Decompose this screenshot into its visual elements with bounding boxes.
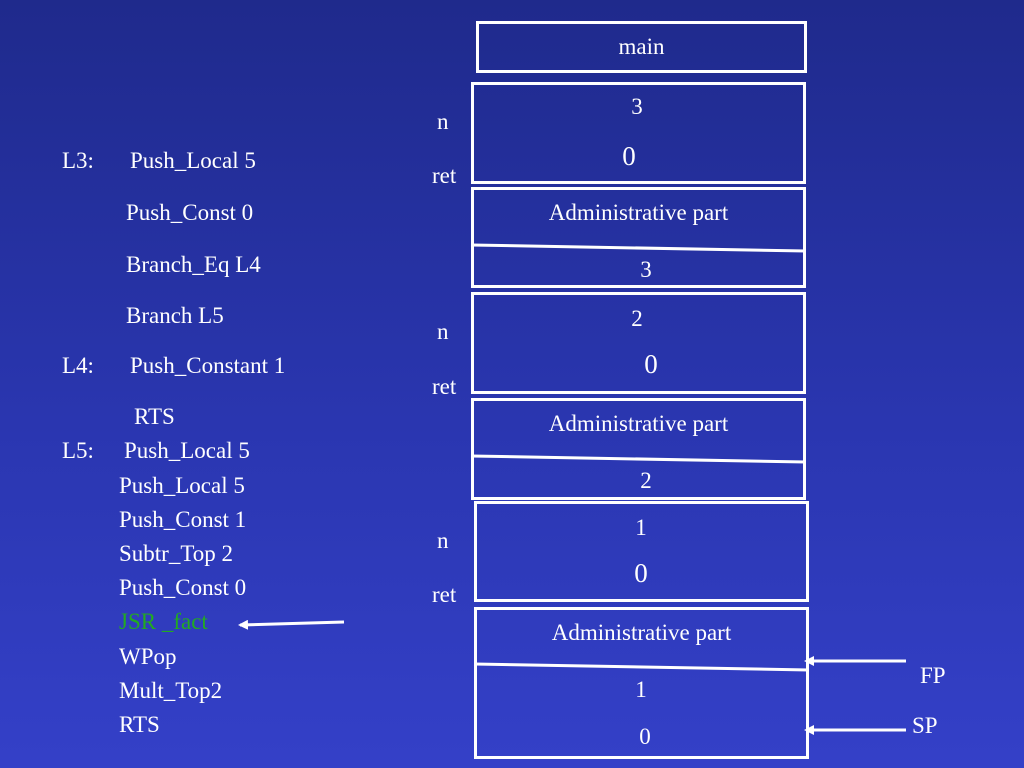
ret-value-2: 0 bbox=[644, 349, 658, 379]
admin-divider-2 bbox=[470, 454, 807, 464]
code-line: Push_Local 5 bbox=[130, 148, 256, 173]
admin-label-1: Administrative part bbox=[548, 200, 729, 225]
locals-block-1 bbox=[471, 82, 806, 184]
code-label-l4: L4: bbox=[62, 353, 94, 378]
ret-value-1: 0 bbox=[622, 141, 636, 171]
admin-block-3 bbox=[474, 607, 809, 759]
arg-value-2: 2 bbox=[640, 468, 652, 493]
code-line: Subtr_Top 2 bbox=[119, 541, 234, 566]
code-line: Push_Const 0 bbox=[126, 200, 254, 225]
arg-value-1: 3 bbox=[640, 257, 652, 282]
n-value-2: 2 bbox=[631, 306, 643, 331]
ret-value-3: 0 bbox=[634, 558, 648, 588]
arg-value-3: 1 bbox=[635, 677, 647, 702]
n-value-1: 3 bbox=[631, 94, 643, 119]
code-label-l3: L3: bbox=[62, 148, 94, 173]
ret-label-2: ret bbox=[432, 374, 457, 399]
fp-label: FP bbox=[920, 663, 946, 688]
code-line: Branch_Eq L4 bbox=[126, 252, 261, 277]
locals-block-3 bbox=[474, 501, 809, 602]
code-line: Push_Local 5 bbox=[119, 473, 245, 498]
locals-block-2 bbox=[471, 292, 806, 394]
admin-block-2 bbox=[471, 398, 806, 500]
code-line: Push_Const 0 bbox=[119, 575, 247, 600]
extra-value-3: 0 bbox=[639, 724, 651, 749]
code-line: RTS bbox=[134, 404, 175, 429]
admin-label-3: Administrative part bbox=[551, 620, 732, 645]
n-label-3: n bbox=[437, 528, 449, 553]
admin-divider-3 bbox=[473, 662, 810, 672]
main-frame bbox=[476, 21, 807, 73]
jsr-arrow bbox=[238, 619, 345, 630]
code-line: Push_Const 1 bbox=[119, 507, 247, 532]
code-line: RTS bbox=[119, 712, 160, 737]
n-value-3: 1 bbox=[635, 515, 647, 540]
code-line: Branch L5 bbox=[126, 303, 224, 328]
code-line: WPop bbox=[119, 644, 177, 669]
code-line: Push_Local 5 bbox=[124, 438, 250, 463]
ret-label-1: ret bbox=[432, 163, 457, 188]
main-label: main bbox=[618, 34, 665, 59]
admin-block-1 bbox=[471, 187, 806, 288]
admin-divider-1 bbox=[470, 243, 807, 253]
code-label-l5: L5: bbox=[62, 438, 94, 463]
n-label-1: n bbox=[437, 109, 449, 134]
ret-label-3: ret bbox=[432, 582, 457, 607]
n-label-2: n bbox=[437, 319, 449, 344]
sp-label: SP bbox=[912, 713, 938, 738]
code-line: Push_Constant 1 bbox=[130, 353, 286, 378]
code-line-highlighted: JSR _fact bbox=[119, 609, 208, 634]
admin-label-2: Administrative part bbox=[548, 411, 729, 436]
code-line: Mult_Top2 bbox=[119, 678, 223, 703]
